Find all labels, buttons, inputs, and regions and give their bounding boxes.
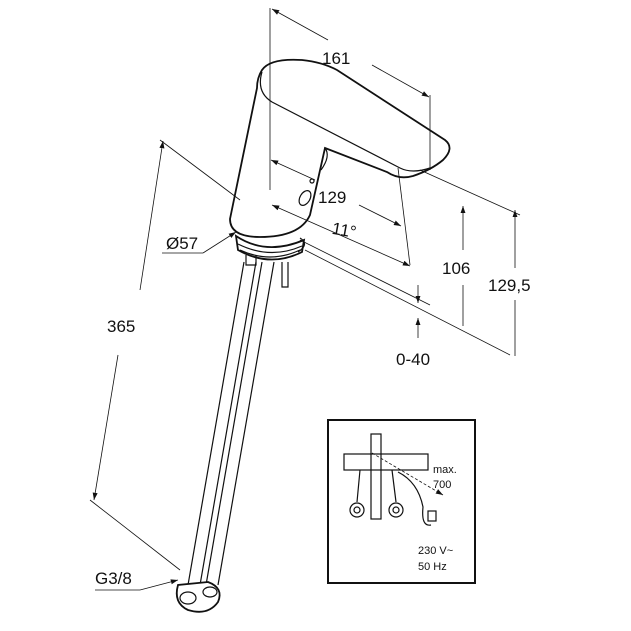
faucet-body bbox=[229, 58, 451, 238]
inset-frequency: 50 Hz bbox=[418, 561, 447, 573]
dim-161-label: 161 bbox=[322, 49, 350, 68]
g38-label: G3/8 bbox=[95, 569, 132, 588]
angle-label: 11° bbox=[330, 219, 357, 242]
deck-lines bbox=[299, 169, 521, 356]
dim-365-label: 365 bbox=[107, 317, 135, 336]
dim-diameter: Ø57 bbox=[162, 231, 237, 254]
dim-129: 129 11° bbox=[270, 159, 411, 267]
dim-57-label: Ø57 bbox=[166, 234, 198, 253]
dim-161: 161 bbox=[269, 8, 431, 190]
dim-106-label: 106 bbox=[442, 259, 470, 278]
faucet-base bbox=[234, 234, 306, 288]
dim-129-5-label: 129,5 bbox=[488, 276, 531, 295]
dim-365: 365 bbox=[89, 139, 241, 571]
dim-0-40-label: 0-40 bbox=[396, 350, 430, 369]
installation-inset: max. 700 230 V~ 50 Hz bbox=[327, 419, 476, 584]
inset-voltage: 230 V~ bbox=[418, 545, 453, 557]
supply-hoses bbox=[175, 261, 275, 613]
inset-max-value: 700 bbox=[433, 479, 451, 491]
dim-129-label: 129 bbox=[318, 188, 346, 207]
dim-129-5: 129,5 bbox=[488, 210, 531, 356]
dim-connection: G3/8 bbox=[95, 569, 179, 591]
dim-0-40: 0-40 bbox=[396, 285, 430, 369]
inset-max-label: max. bbox=[433, 464, 457, 476]
dim-106: 106 bbox=[442, 206, 470, 326]
